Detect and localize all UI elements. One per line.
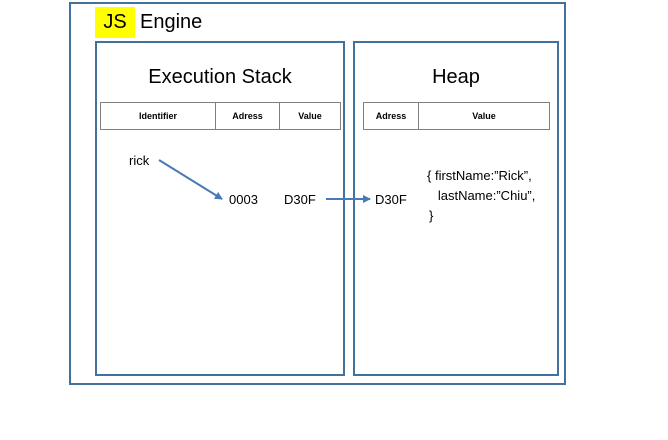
- heap-title: Heap: [432, 66, 480, 88]
- heap-value-column-header: Value: [418, 102, 550, 130]
- heap-object-line-2: lastName:”Chiu”,: [427, 188, 536, 203]
- js-badge: JS: [95, 7, 135, 38]
- stack-address: 0003: [229, 192, 258, 207]
- heap-header: Adress Value: [363, 102, 550, 130]
- identifier-rick: rick: [129, 153, 150, 168]
- value-column-header: Value: [279, 102, 341, 130]
- engine-label: Engine: [140, 11, 203, 33]
- heap-object-line-3: }: [429, 208, 434, 223]
- heap-object-line-1: { firstName:”Rick”,: [427, 168, 532, 183]
- rick-to-address-arrow: [158, 159, 223, 200]
- heap-address-column-header: Adress: [363, 102, 419, 130]
- identifier-column-header: Identifier: [100, 102, 216, 130]
- stack-value: D30F: [284, 192, 316, 207]
- js-engine-frame: [69, 2, 566, 385]
- heap-address: D30F: [375, 192, 407, 207]
- execution-stack-panel: [95, 41, 345, 376]
- execution-stack-header: Identifier Adress Value: [100, 102, 341, 130]
- heap-panel: [353, 41, 559, 376]
- execution-stack-title: Execution Stack: [148, 66, 292, 88]
